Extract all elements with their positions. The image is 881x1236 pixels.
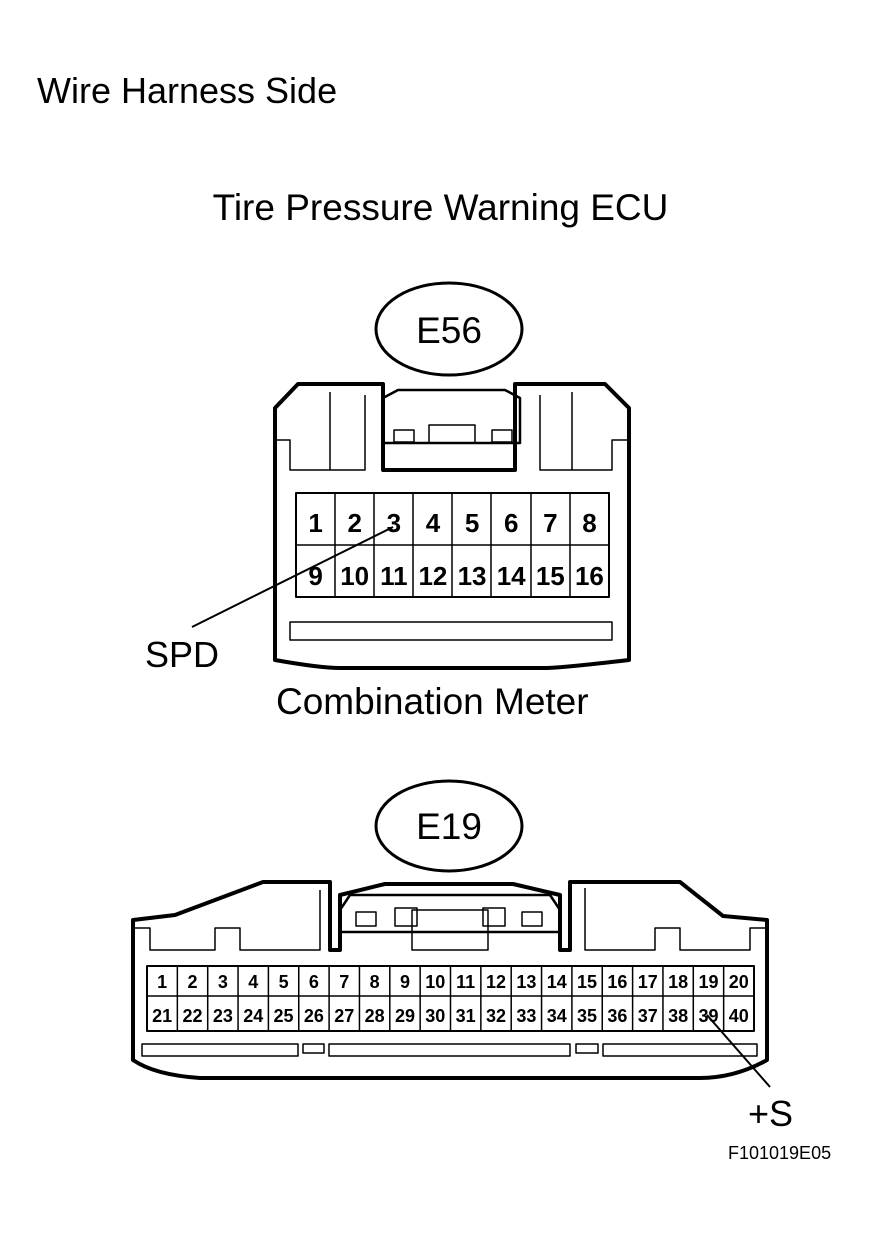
e56-code: E56	[416, 310, 482, 351]
pin-number: 27	[334, 1006, 354, 1026]
pin-number: 10	[340, 561, 369, 591]
pin-number: 5	[279, 972, 289, 992]
pin-number: 37	[638, 1006, 658, 1026]
pin-number: 34	[547, 1006, 567, 1026]
pin-number: 23	[213, 1006, 233, 1026]
pin-number: 14	[547, 972, 567, 992]
pin-number: 24	[243, 1006, 263, 1026]
page-title: Wire Harness Side	[37, 70, 338, 111]
pin-number: 33	[516, 1006, 536, 1026]
pin-number: 14	[497, 561, 526, 591]
pin-number: 12	[418, 561, 447, 591]
pin-number: 39	[698, 1006, 718, 1026]
pin-number: 16	[575, 561, 604, 591]
pin-number: 13	[516, 972, 536, 992]
pin-number: 35	[577, 1006, 597, 1026]
e56-code-ellipse	[374, 281, 524, 377]
e19-code: E19	[416, 806, 482, 847]
pin-number: 15	[577, 972, 597, 992]
pin-number: 4	[248, 972, 258, 992]
pin-number: 7	[339, 972, 349, 992]
pin-number: 22	[183, 1006, 203, 1026]
pin-number: 19	[698, 972, 718, 992]
pin-number: 3	[387, 508, 401, 538]
pin-number: 2	[347, 508, 361, 538]
ecu-label: Tire Pressure Warning ECU	[212, 187, 669, 228]
pin-number: 15	[536, 561, 565, 591]
pin-number: 32	[486, 1006, 506, 1026]
pin-number: 38	[668, 1006, 688, 1026]
pin-number: 21	[152, 1006, 172, 1026]
pin-number: 10	[425, 972, 445, 992]
pin-number: 6	[309, 972, 319, 992]
pin-number: 13	[458, 561, 487, 591]
pin-number: 4	[426, 508, 441, 538]
pin-number: 28	[365, 1006, 385, 1026]
pin-number: 12	[486, 972, 506, 992]
pin-number: 1	[157, 972, 167, 992]
pin-number: 31	[456, 1006, 476, 1026]
pin-number: 16	[607, 972, 627, 992]
s-callout-label: +S	[748, 1093, 794, 1134]
pin-number: 3	[218, 972, 228, 992]
pin-number: 8	[582, 508, 596, 538]
figure-id: F101019E05	[728, 1143, 832, 1163]
e19-code-ellipse	[374, 779, 524, 873]
e56-pin-row-2: 9 10 11 12 13 14 15 16	[308, 561, 604, 591]
s-callout-line	[706, 1014, 771, 1088]
pin-number: 30	[425, 1006, 445, 1026]
pin-number: 1	[308, 508, 322, 538]
pin-number: 25	[274, 1006, 294, 1026]
e56-housing	[273, 382, 631, 670]
spd-callout-line	[191, 526, 394, 628]
meter-label: Combination Meter	[276, 681, 589, 722]
pin-number: 5	[465, 508, 479, 538]
pin-number: 29	[395, 1006, 415, 1026]
pin-number: 9	[400, 972, 410, 992]
pin-number: 2	[188, 972, 198, 992]
e19-pin-row-2: 21 22 23 24 25 26 27 28 29 30 31 32 33 34 35 36 37 38 39 40	[152, 1006, 749, 1026]
pin-number: 8	[370, 972, 380, 992]
e56-latch	[381, 388, 522, 445]
pin-number: 36	[607, 1006, 627, 1026]
pin-number: 7	[543, 508, 557, 538]
pin-number: 17	[638, 972, 658, 992]
pin-number: 20	[729, 972, 749, 992]
pin-number: 40	[729, 1006, 749, 1026]
pin-number: 9	[308, 561, 322, 591]
e19-latch	[338, 893, 562, 934]
pin-number: 18	[668, 972, 688, 992]
spd-callout-label: SPD	[145, 634, 220, 675]
pin-number: 26	[304, 1006, 324, 1026]
pin-number: 11	[456, 972, 475, 992]
pin-number: 6	[504, 508, 518, 538]
pin-number: 11	[380, 561, 408, 591]
e56-inner-outline	[275, 395, 366, 471]
